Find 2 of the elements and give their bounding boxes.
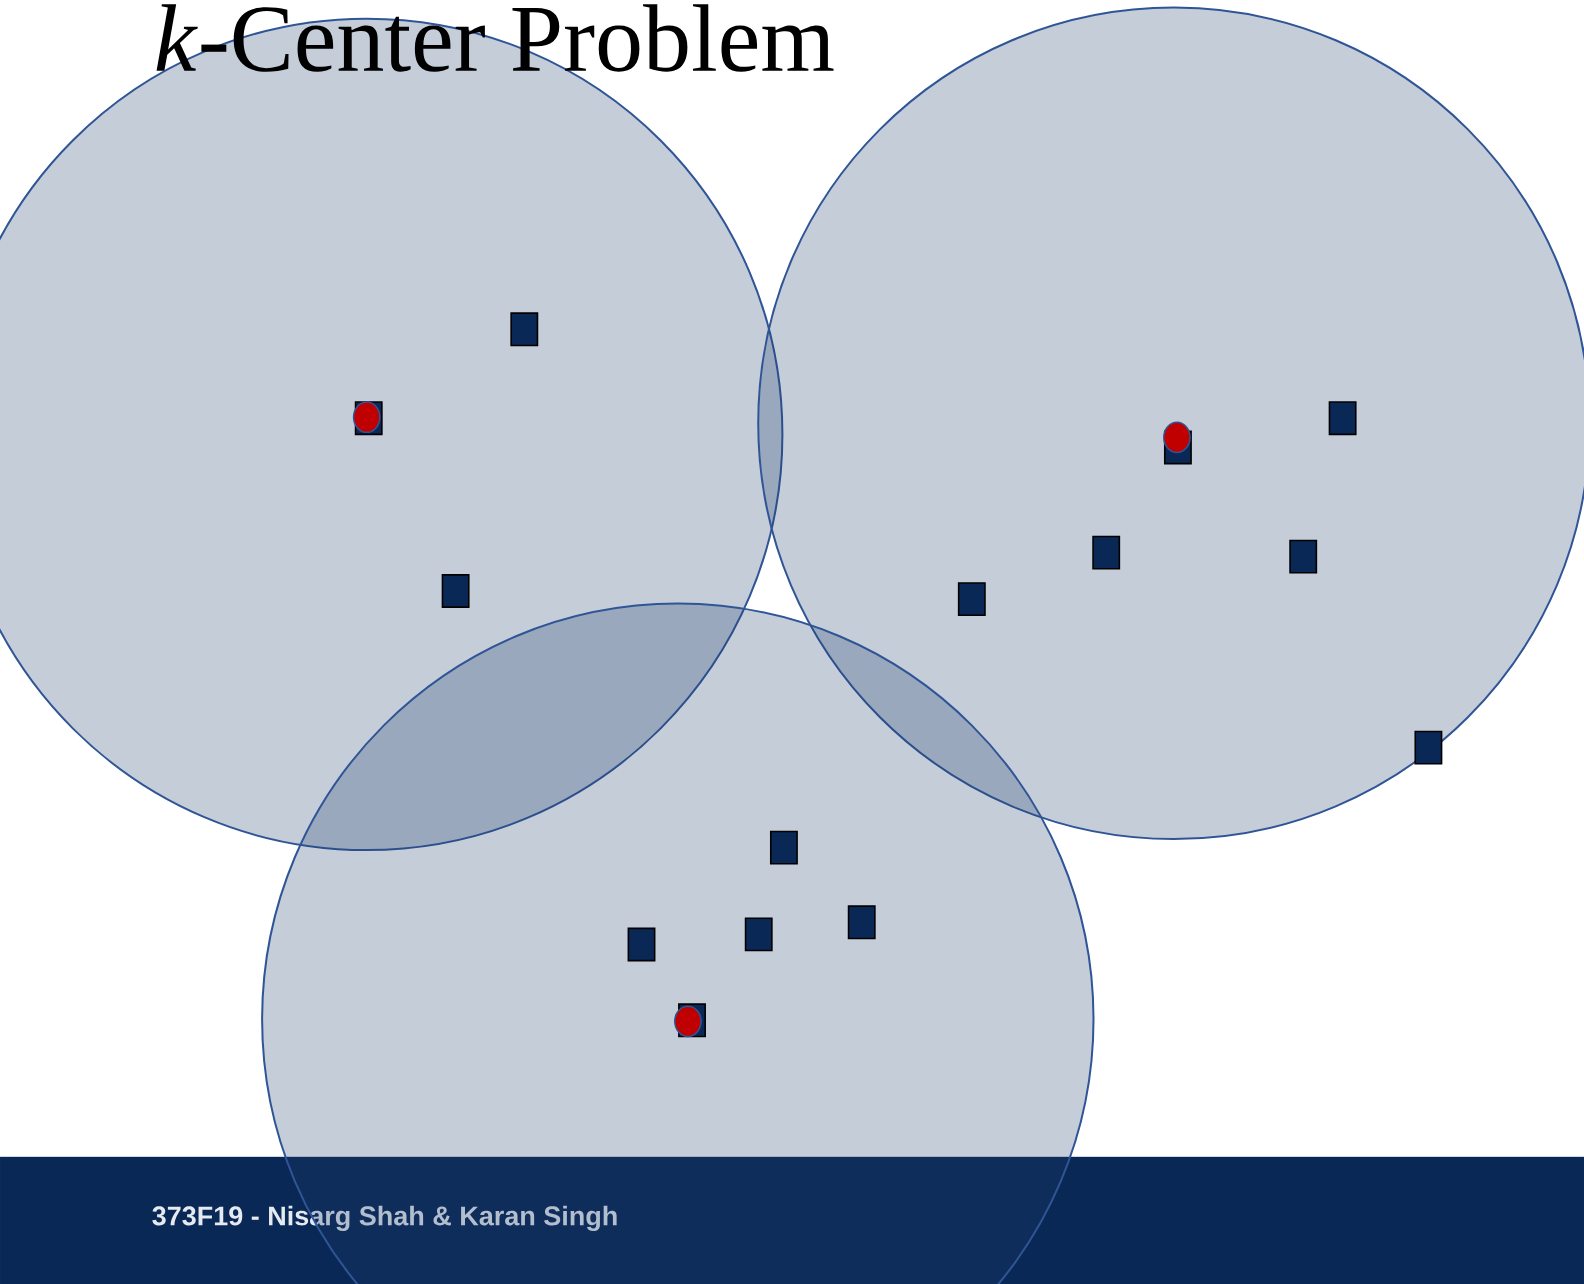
- footer-bar: 373F19 - Nisarg Shah & Karan Singh: [0, 1156, 1584, 1284]
- coverage-circle: [261, 602, 1095, 1284]
